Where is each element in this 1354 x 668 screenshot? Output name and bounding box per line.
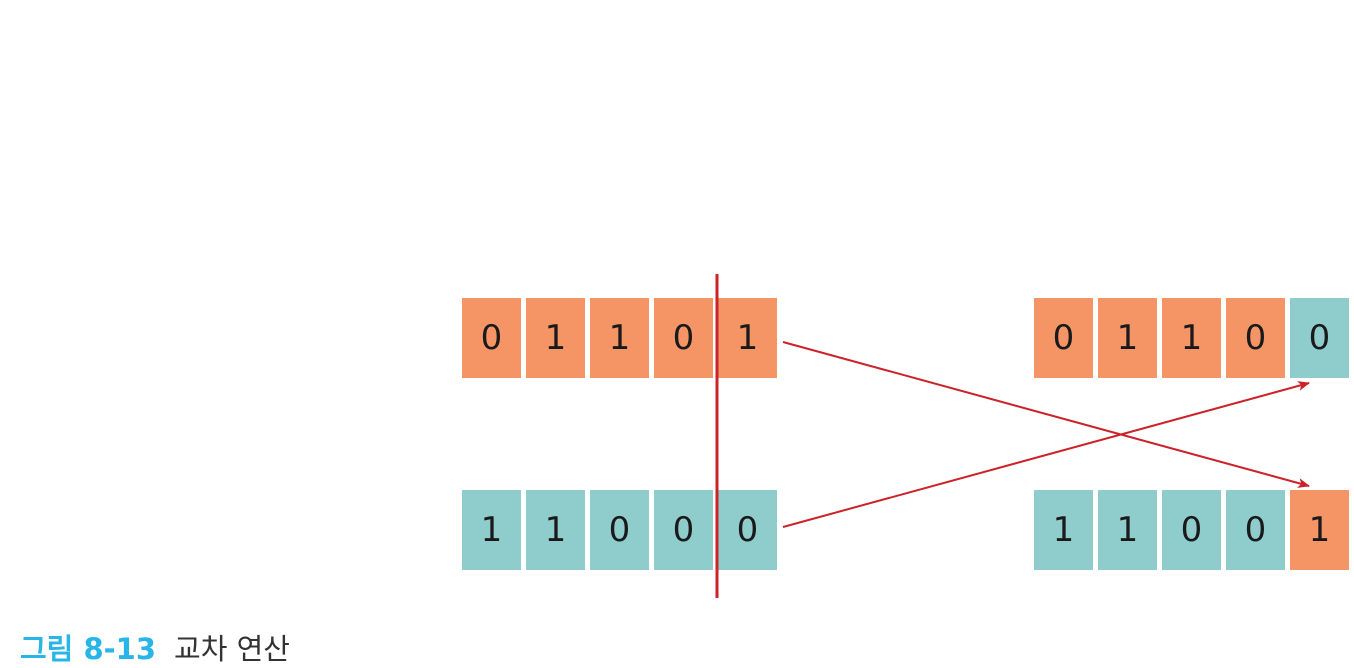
crossover-arrow-top-to-bottom bbox=[782, 341, 1310, 488]
gene-cell: 0 bbox=[654, 490, 713, 570]
child-bottom-row: 1 1 0 0 1 bbox=[1034, 490, 1349, 570]
gene-cell: 1 bbox=[718, 298, 777, 378]
swapped-gene-cell: 0 bbox=[1290, 298, 1349, 378]
gene-cell: 1 bbox=[1098, 490, 1157, 570]
gene-cell: 1 bbox=[1162, 298, 1221, 378]
figure-number: 그림 8-13 bbox=[20, 632, 157, 666]
gene-cell: 0 bbox=[718, 490, 777, 570]
gene-cell: 0 bbox=[1162, 490, 1221, 570]
gene-cell: 0 bbox=[590, 490, 649, 570]
gene-cell: 0 bbox=[1226, 490, 1285, 570]
figure-title: 교차 연산 bbox=[174, 632, 290, 666]
gene-cell: 1 bbox=[1098, 298, 1157, 378]
gene-cell: 1 bbox=[1034, 490, 1093, 570]
crossover-arrow-bottom-to-top bbox=[782, 381, 1310, 528]
gene-cell: 1 bbox=[590, 298, 649, 378]
parent-top-row: 0 1 1 0 1 bbox=[462, 298, 777, 378]
gene-cell: 1 bbox=[462, 490, 521, 570]
gene-cell: 0 bbox=[1034, 298, 1093, 378]
gene-cell: 0 bbox=[1226, 298, 1285, 378]
swapped-gene-cell: 1 bbox=[1290, 490, 1349, 570]
gene-cell: 0 bbox=[654, 298, 713, 378]
parent-bottom-row: 1 1 0 0 0 bbox=[462, 490, 777, 570]
figure-caption: 그림 8-13 교차 연산 bbox=[20, 626, 290, 668]
gene-cell: 0 bbox=[462, 298, 521, 378]
child-top-row: 0 1 1 0 0 bbox=[1034, 298, 1349, 378]
gene-cell: 1 bbox=[526, 490, 585, 570]
gene-cell: 1 bbox=[526, 298, 585, 378]
